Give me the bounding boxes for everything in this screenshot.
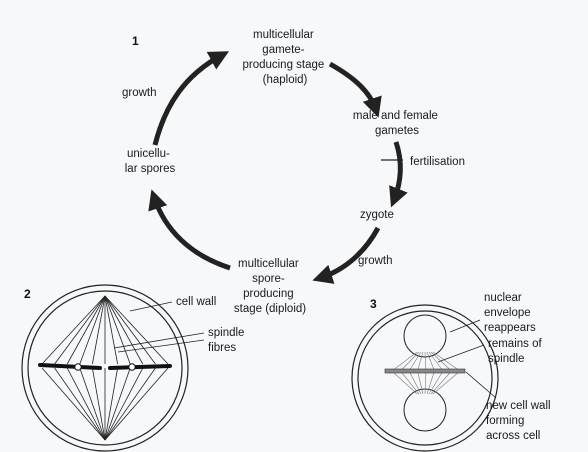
cell-2-wall-outer <box>21 284 189 452</box>
leader-cell-wall <box>129 301 173 312</box>
spindle-fibre <box>92 295 106 365</box>
spindle-remnant-fibre <box>400 351 420 372</box>
spindle-fibre <box>104 295 169 365</box>
spindle-fibre <box>104 295 144 365</box>
spindle-fibre <box>104 367 144 441</box>
spindle-fibre <box>41 295 106 365</box>
panel-2-number: 2 <box>24 287 31 301</box>
nucleus-bottom <box>403 388 447 432</box>
cell-3-wall-outer <box>351 304 499 452</box>
spindle-remnant-fibre <box>417 351 424 372</box>
spindle-fibre <box>104 367 118 441</box>
spindle-fibre <box>104 367 156 441</box>
spindle-fibre <box>104 295 131 365</box>
cell-plate <box>384 368 466 374</box>
spindle-remnant-fibre <box>432 370 461 395</box>
leader-remains-spindle <box>437 344 485 363</box>
leader-nuclear-envelope <box>449 319 481 333</box>
spindle-fibre <box>79 367 106 441</box>
label-growth-left: growth <box>122 87 157 99</box>
spindle-fibre <box>54 295 106 365</box>
spindle-remnant-fibre <box>424 370 427 395</box>
spindle-remnant-fibre <box>417 370 424 395</box>
cycle-arrow-to-spores <box>148 189 231 271</box>
label-fertilisation: fertilisation <box>410 156 465 168</box>
spindle-remains-3 <box>391 351 461 395</box>
label-diploid-stage: multicellular spore- producing stage (di… <box>234 258 306 315</box>
leader-spindle-b <box>117 339 205 353</box>
nucleus-top <box>403 314 447 358</box>
label-cell-wall: cell wall <box>176 296 216 308</box>
spindle-remnant-fibre <box>391 370 418 395</box>
spindle-remnant-fibre <box>432 351 461 372</box>
spindle-remnant-fibre <box>424 351 427 372</box>
spindle-fibre <box>66 367 106 441</box>
leader-new-cell-wall <box>465 371 497 399</box>
cycle-arrow-growth-right <box>312 226 381 284</box>
spindle-remnant-fibre <box>408 351 422 372</box>
cycle-arrow-fertilisation <box>389 141 408 208</box>
spindle-fibre <box>79 295 106 365</box>
spindle-fibre <box>104 295 118 365</box>
spindle-remnant-fibre <box>428 370 444 395</box>
spindle-remnant-fibre <box>408 370 422 395</box>
cell-2-membrane <box>27 290 183 446</box>
cycle-arrow-to-gametes <box>328 61 382 118</box>
label-spores: unicellu- lar spores <box>125 148 176 175</box>
label-new-cell-wall: new cell wall forming across cell <box>486 400 554 442</box>
cycle-arrow-growth-left <box>152 51 230 146</box>
spindle-remnant-fibre <box>400 370 420 395</box>
spindle-fibre <box>104 295 156 365</box>
label-nuclear-envelope: nuclear envelope reappears <box>484 292 536 334</box>
leader-spindle-a <box>113 332 205 349</box>
spindle-remnant-fibre <box>426 351 435 372</box>
label-zygote: zygote <box>360 209 394 221</box>
spindle-fibre <box>54 367 106 441</box>
spindle-remnant-fibre <box>426 370 435 395</box>
label-haploid-stage: multicellular gamete- producing stage (h… <box>242 29 327 86</box>
cell-3-membrane <box>357 310 493 446</box>
chromosomes-2 <box>38 363 172 370</box>
spindle-remnant-fibre <box>428 351 444 372</box>
spindle-fibre <box>66 295 106 365</box>
panel-3-number: 3 <box>370 297 377 311</box>
label-spindle-fibres: spindle fibres <box>208 327 248 354</box>
centromere-right <box>128 363 136 371</box>
spindle-remnant-fibre <box>430 351 452 372</box>
panel-1-number: 1 <box>132 34 139 48</box>
spindle-fibres-2 <box>41 295 169 441</box>
label-gametes: male and female gametes <box>353 110 441 137</box>
spindle-remnant-fibre <box>391 351 418 372</box>
label-remains-spindle: remains of spindle <box>488 338 545 365</box>
label-growth-right: growth <box>358 255 393 267</box>
spindle-fibre <box>41 367 106 441</box>
spindle-fibre <box>92 367 106 441</box>
spindle-fibre <box>104 367 169 441</box>
centromere-left <box>74 363 82 371</box>
spindle-remnant-fibre <box>430 370 452 395</box>
spindle-fibre <box>104 367 131 441</box>
